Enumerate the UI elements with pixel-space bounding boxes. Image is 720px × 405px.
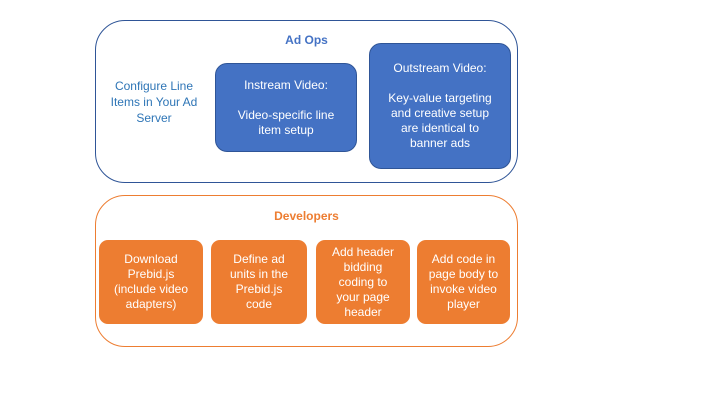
- developers-title: Developers: [274, 209, 339, 223]
- ad-ops-title: Ad Ops: [285, 33, 328, 47]
- outstream-video-box: Outstream Video: Key-value targeting and…: [369, 43, 511, 169]
- add-video-player-code-step: Add code in page body to invoke video pl…: [417, 240, 510, 324]
- add-header-bidding-step: Add header bidding coding to your page h…: [316, 240, 410, 324]
- instream-video-box: Instream Video: Video-specific line item…: [215, 63, 357, 152]
- configure-line-items-label: Configure Line Items in Your Ad Server: [110, 79, 198, 125]
- download-prebid-step: Download Prebid.js (include video adapte…: [99, 240, 203, 324]
- define-ad-units-step: Define ad units in the Prebid.js code: [211, 240, 307, 324]
